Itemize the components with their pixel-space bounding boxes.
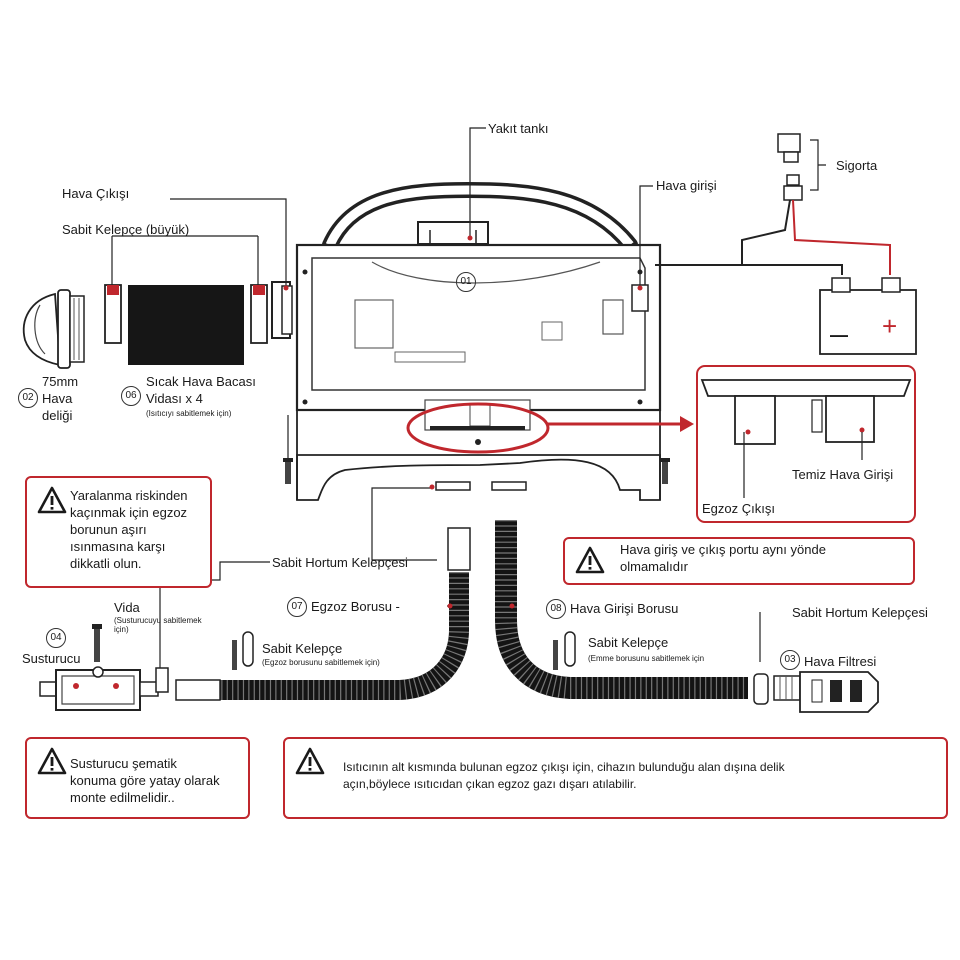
part-08-marker: 08 <box>546 599 566 619</box>
clamp-intake-note: (Emme borusunu sabitlemek için <box>588 654 705 663</box>
warning-triangle-icon <box>295 747 325 775</box>
hole-75-line1: 75mm <box>42 374 79 389</box>
hole-75-line3: deliği <box>42 408 73 423</box>
hot-air-duct <box>128 285 244 365</box>
warning-exhaust-outlet: Isıtıcının alt kısmında bulunan egzoz çı… <box>283 737 948 819</box>
exhaust-hose <box>175 527 471 701</box>
screw-label: Vida <box>114 600 140 615</box>
exhaust-pipe-label: Egzoz Borusu - <box>311 599 400 614</box>
fuse-battery <box>655 133 917 355</box>
intake-pipe-label: Hava Girişi Borusu <box>570 601 679 616</box>
hose-clamp-left-label: Sabit Hortum Kelepçesi <box>272 555 408 570</box>
warning-exhaust-line2: açın,böylece ısıtıcıdan çıkan egzoz gazı… <box>343 777 637 791</box>
heater-body <box>271 181 670 501</box>
hole-75-line2: Hava <box>42 391 73 406</box>
warning-injury: Yaralanma riskinden kaçınmak için egzoz … <box>25 476 212 588</box>
warning-muffler-line3: monte edilmelidir.. <box>70 790 175 805</box>
part-03-marker: 03 <box>780 650 800 670</box>
muffler <box>39 624 169 711</box>
screw-note-line2: için) <box>114 625 129 634</box>
air-filter <box>753 671 879 713</box>
warning-triangle-icon <box>37 747 67 775</box>
air-outlet-label: Hava Çıkışı <box>62 186 130 201</box>
air-inlet-label: Hava girişi <box>656 178 717 193</box>
muffler-label: Susturucu <box>22 651 81 666</box>
warning-port-line2: olmamalıdır <box>620 559 688 574</box>
port-detail-box <box>696 365 916 523</box>
clean-air-inlet-label: Temiz Hava Girişi <box>792 467 894 482</box>
air-filter-label: Hava Filtresi <box>804 654 877 669</box>
duct-label-line2: Vidası x 4 <box>146 391 203 406</box>
warning-injury-line3: borunun aşırı <box>70 522 147 537</box>
clamp-large-label: Sabit Kelepçe (büyük) <box>62 222 190 237</box>
warning-triangle-icon <box>575 546 605 574</box>
warning-injury-line1: Yaralanma riskinden <box>70 488 188 503</box>
warning-injury-line4: ısınmasına karşı <box>70 539 166 554</box>
clamp-exhaust-note: (Egzoz borusunu sabitlemek için) <box>262 658 380 667</box>
warning-triangle-icon <box>37 486 67 514</box>
warning-muffler-mount: Susturucu şematik konuma göre yatay olar… <box>25 737 250 819</box>
battery-plus: + <box>882 311 898 341</box>
part-06-marker: 06 <box>121 386 141 406</box>
hose-clamp-right-label: Sabit Hortum Kelepçesi <box>792 605 928 620</box>
warning-injury-line2: kaçınmak için egzoz <box>70 505 188 520</box>
fuel-tank-label: Yakıt tankı <box>488 121 549 136</box>
duct-note: (Isıtıcıyı sabitlemek için) <box>146 409 232 418</box>
part-02-marker: 02 <box>18 388 38 408</box>
battery-minus: — <box>830 325 848 345</box>
warning-muffler-line2: konuma göre yatay olarak <box>70 773 220 788</box>
warning-exhaust-line1: Isıtıcının alt kısmında bulunan egzoz çı… <box>343 760 785 774</box>
duct-label-line1: Sıcak Hava Bacası <box>146 374 256 389</box>
exhaust-outlet-label: Egzoz Çıkışı <box>702 501 775 516</box>
part-01-marker: 01 <box>456 272 476 292</box>
warning-muffler-line1: Susturucu şematik <box>70 756 177 771</box>
screw-note-line1: (Susturucuyu sabitlemek <box>114 616 202 625</box>
fuse-label: Sigorta <box>836 158 878 173</box>
warning-injury-line5: dikkatli olun. <box>70 556 142 571</box>
exhaust-port-highlight <box>406 402 550 454</box>
air-hole-vent <box>22 289 85 369</box>
clamp-exhaust-label: Sabit Kelepçe <box>262 641 343 656</box>
fixing-clamps <box>232 631 576 670</box>
warning-port-line1: Hava giriş ve çıkış portu aynı yönde <box>620 542 826 557</box>
intake-hose <box>495 520 748 699</box>
part-04-marker: 04 <box>46 628 66 648</box>
part-07-marker: 07 <box>287 597 307 617</box>
warning-port-direction: Hava giriş ve çıkış portu aynı yönde olm… <box>563 537 915 585</box>
clamp-intake-label: Sabit Kelepçe <box>588 635 669 650</box>
